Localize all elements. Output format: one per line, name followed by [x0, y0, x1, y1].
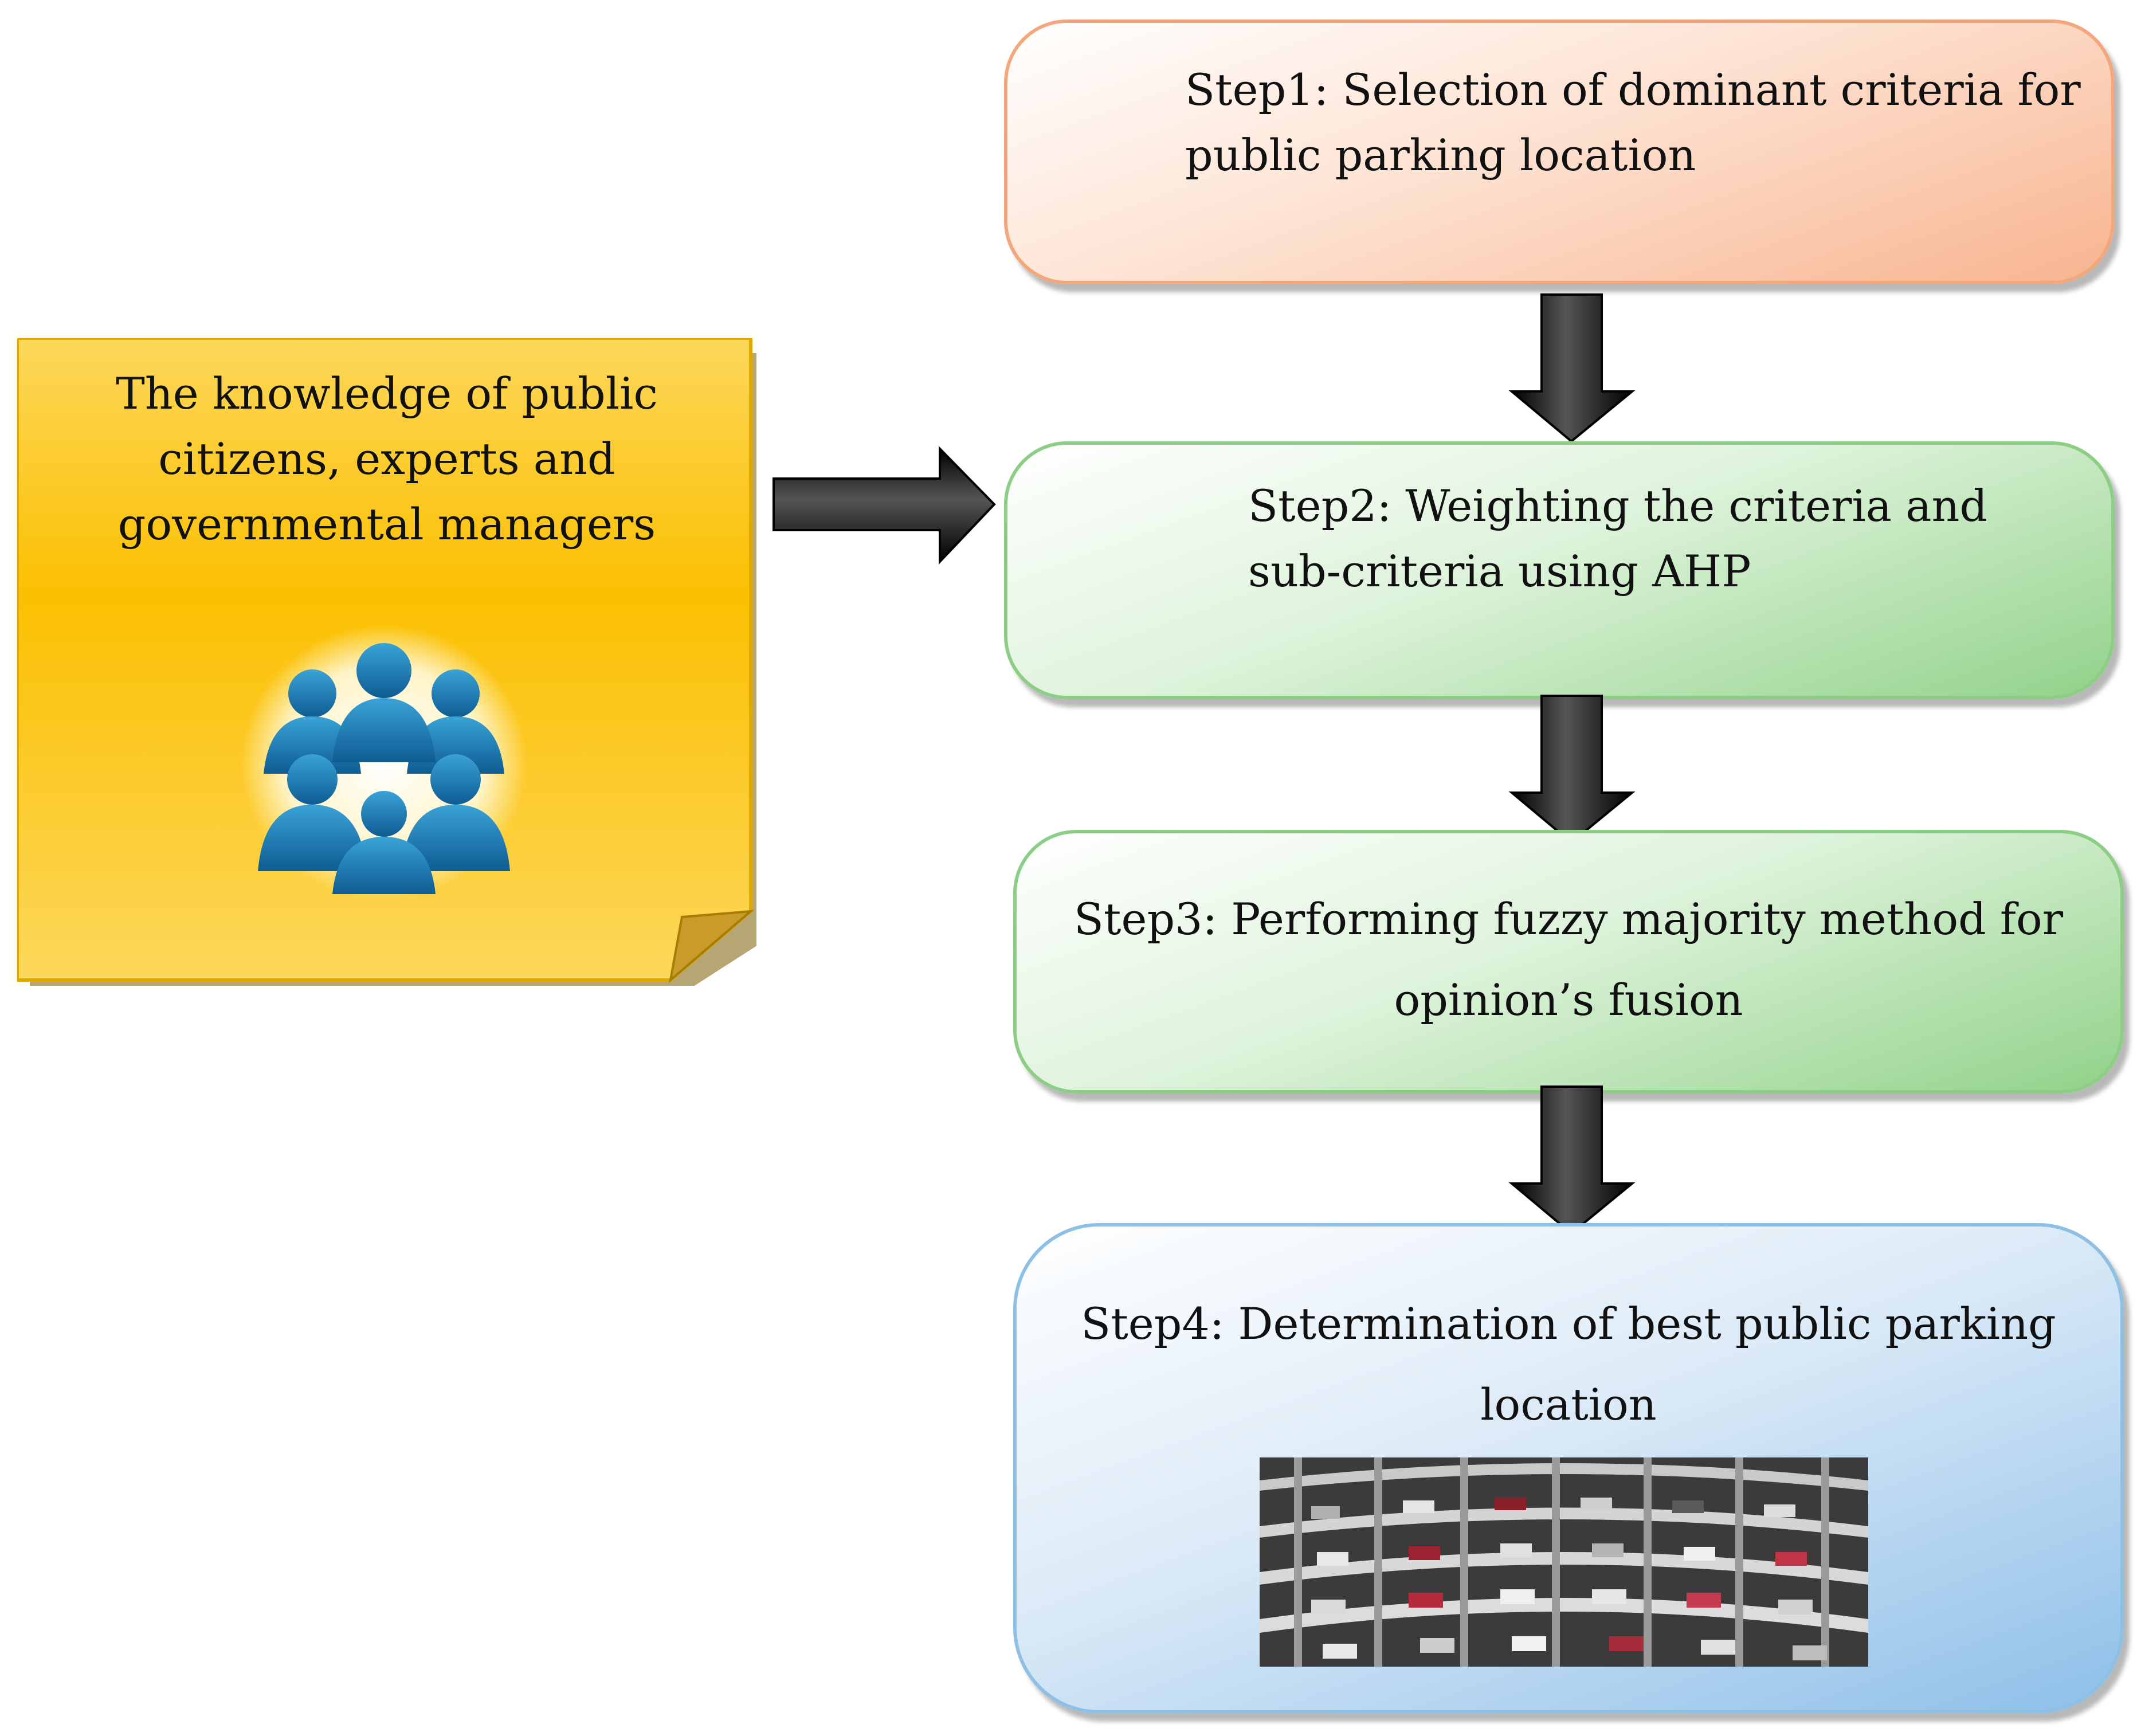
step3-text: Step3: Performing fuzzy majority method … [1073, 894, 2064, 1025]
step1-box: Step1: Selection of dominant criteria fo… [1004, 19, 2115, 284]
knowledge-note-text: The knowledge of public citizens, expert… [116, 368, 658, 550]
people-group-icon [241, 625, 527, 900]
step1-text: Step1: Selection of dominant criteria fo… [1185, 64, 2081, 181]
step2-box: Step2: Weighting the criteria and sub-cr… [1004, 441, 2115, 699]
arrow-down-1 [1508, 293, 1636, 443]
arrow-down-3 [1508, 1086, 1636, 1235]
arrow-down-2 [1508, 695, 1636, 844]
step4-text: Step4: Determination of best public park… [1081, 1298, 2056, 1430]
note-fold [669, 910, 754, 983]
step2-text: Step2: Weighting the criteria and sub-cr… [1248, 480, 1988, 597]
arrow-right [773, 446, 996, 565]
step3-box: Step3: Performing fuzzy majority method … [1013, 830, 2124, 1094]
parking-garage-image [1260, 1457, 1868, 1667]
